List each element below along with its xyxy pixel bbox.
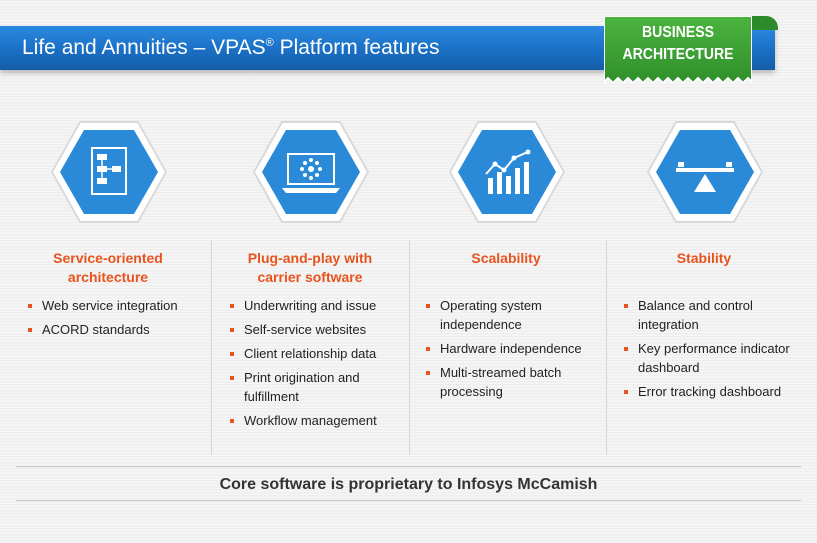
list-item: Web service integration <box>28 296 206 315</box>
list-item: ACORD standards <box>28 320 206 339</box>
feature-list: Web service integration ACORD standards <box>28 296 206 344</box>
page-title: Life and Annuities – VPAS® Platform feat… <box>22 36 440 59</box>
list-item: Workflow management <box>230 411 408 430</box>
list-item: Underwriting and issue <box>230 296 408 315</box>
column-heading: Plug-and-play with carrier software <box>247 250 373 285</box>
list-item: Print origination and fulfillment <box>230 368 408 406</box>
list-item: Operating system independence <box>426 296 604 334</box>
balance-scale-icon <box>646 121 764 223</box>
footer-note: Core software is proprietary to Infosys … <box>219 476 598 493</box>
feature-list: Balance and control integration Key perf… <box>624 296 802 406</box>
list-item: Key performance indicator dashboard <box>624 339 802 377</box>
list-item: Balance and control integration <box>624 296 802 334</box>
column-divider <box>409 240 411 455</box>
flowchart-document-icon <box>50 121 168 223</box>
feature-list: Underwriting and issue Self-service webs… <box>230 296 408 435</box>
column-divider <box>606 240 608 455</box>
column-heading: Service-oriented architecture <box>53 250 163 285</box>
feature-column-stability: Stability Balance and control integratio… <box>606 118 802 458</box>
growth-chart-icon <box>448 121 566 223</box>
list-item: Client relationship data <box>230 344 408 363</box>
list-item: Multi-streamed batch processing <box>426 363 604 401</box>
list-item: Self-service websites <box>230 320 408 339</box>
badge-fold <box>752 16 778 30</box>
feature-list: Operating system independence Hardware i… <box>426 296 604 406</box>
list-item: Hardware independence <box>426 339 604 358</box>
laptop-network-icon <box>252 121 370 223</box>
footer-divider-top <box>16 466 801 468</box>
feature-column-scalability: Scalability Operating system independenc… <box>408 118 604 458</box>
feature-column-service-oriented: Service-oriented architecture Web servic… <box>10 118 206 458</box>
column-heading: Stability <box>676 250 732 266</box>
business-architecture-badge: BUSINESS ARCHITECTURE <box>604 16 752 91</box>
badge-line2: ARCHITECTURE <box>622 46 734 63</box>
footer-divider-bottom <box>16 500 801 502</box>
feature-column-plug-and-play: Plug-and-play with carrier software Unde… <box>212 118 408 458</box>
badge-line1: BUSINESS <box>642 24 714 41</box>
column-divider <box>211 240 213 455</box>
column-heading: Scalability <box>471 250 541 266</box>
list-item: Error tracking dashboard <box>624 382 802 401</box>
